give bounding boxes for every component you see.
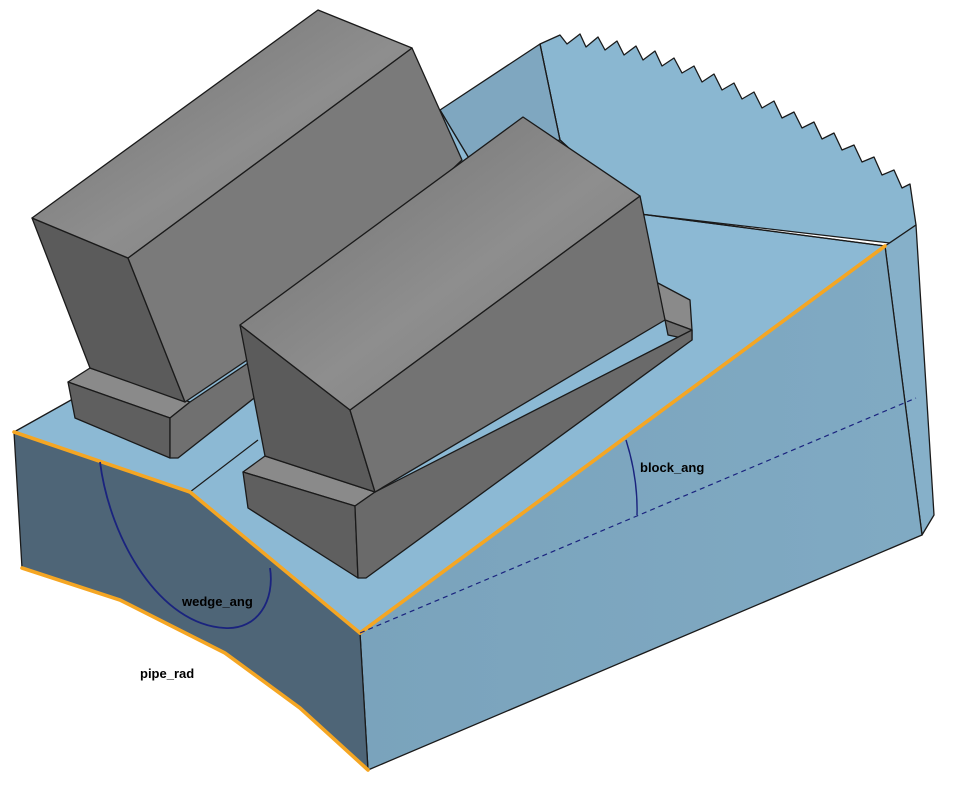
highlight-bottom-curve-edge[interactable] bbox=[20, 566, 370, 772]
pipe-radius-label[interactable]: pipe_rad bbox=[140, 666, 194, 681]
block-angle-label[interactable]: block_ang bbox=[640, 460, 704, 475]
front-block-top-face bbox=[239, 116, 641, 411]
jaw-block-front[interactable] bbox=[239, 116, 693, 579]
highlight-top-curve-edge[interactable] bbox=[12, 430, 362, 635]
highlight-slope-edge[interactable] bbox=[358, 244, 887, 635]
rear-block-top-face bbox=[31, 9, 413, 259]
wedge-angle-arc[interactable] bbox=[99, 461, 272, 629]
back-crease-line bbox=[639, 213, 886, 247]
back-serrated-face bbox=[539, 33, 917, 244]
top-divider-line bbox=[189, 439, 259, 493]
block-angle-reference-line bbox=[359, 397, 917, 634]
selected-edges[interactable] bbox=[12, 244, 887, 772]
block-angle-arc[interactable] bbox=[625, 439, 638, 516]
jaw-block-rear[interactable] bbox=[31, 9, 463, 459]
back-vertical-line bbox=[539, 43, 561, 141]
dimension-annotations[interactable]: block_ang wedge_ang pipe_rad bbox=[99, 397, 917, 681]
wedge-angle-label[interactable]: wedge_ang bbox=[181, 594, 253, 609]
